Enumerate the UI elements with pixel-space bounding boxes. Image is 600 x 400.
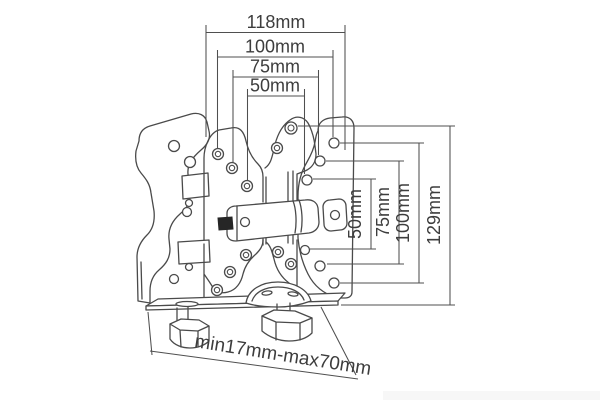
dim-right-50: 50mm <box>310 178 376 250</box>
lower-bent-tab <box>177 239 211 265</box>
dome-mount <box>245 281 312 308</box>
left-wing-hole <box>183 155 197 169</box>
left-wing-edge-line <box>140 261 143 300</box>
dim-right-100: 100mm <box>340 142 424 284</box>
extension-lines <box>246 89 306 180</box>
tab-hook-hole <box>184 262 194 272</box>
clamp-seam <box>236 199 303 241</box>
clamp-tab-hole <box>329 209 341 221</box>
extension-lines <box>232 70 320 162</box>
extension-lines <box>326 160 404 265</box>
dim-right-50-label: 50mm <box>345 189 365 239</box>
front-plate-holes <box>210 121 298 297</box>
dim-right-75: 75mm <box>326 160 404 265</box>
dim-top-100-label: 100mm <box>245 37 305 57</box>
extension-lines <box>205 25 346 150</box>
hex-nut-body <box>261 309 313 342</box>
base-slot <box>175 300 199 308</box>
dim-right-100-label: 100mm <box>393 183 413 243</box>
right-wing-hole <box>314 260 326 272</box>
right-wing-hole <box>328 137 340 149</box>
dim-top-75: 75mm <box>232 57 320 162</box>
dim-right-129: 129mm <box>298 125 455 306</box>
dim-top-50-label: 50mm <box>250 76 300 96</box>
right-wing-hole <box>301 174 313 186</box>
hex-nut-body <box>169 318 210 349</box>
dim-top-75-label: 75mm <box>250 57 300 77</box>
bracket-drawing <box>135 112 355 349</box>
dim-right-129-label: 129mm <box>424 185 444 245</box>
dome-slot <box>261 290 273 296</box>
base-plate <box>145 292 346 311</box>
extension-lines <box>147 306 357 376</box>
photo-edge-band <box>383 391 600 400</box>
hex-nut-facets <box>261 315 313 341</box>
dome-inner-arc <box>251 286 305 302</box>
dome-slot <box>287 291 299 297</box>
hex-nut-facets <box>169 323 210 348</box>
upper-bent-tab <box>181 172 210 200</box>
front-plate-lower-lobe <box>265 239 298 295</box>
extension-lines <box>340 142 424 284</box>
left-wing-hole <box>168 273 180 285</box>
right-clamp-bolt <box>261 302 313 342</box>
extension-lines <box>310 178 376 250</box>
dimension-line <box>149 350 359 380</box>
dome <box>245 281 312 308</box>
bolt-shaft <box>176 306 189 322</box>
pipe-clamp <box>217 198 348 242</box>
left-wing-hole <box>181 206 193 218</box>
tab-hook-hole <box>184 198 194 208</box>
dim-top-118-label: 118mm <box>247 12 306 32</box>
post-upper <box>265 170 294 204</box>
left-clamp-bolt <box>169 306 210 349</box>
extension-lines <box>298 125 455 306</box>
dim-top-118: 118mm <box>205 12 346 150</box>
extension-lines <box>216 50 334 149</box>
dim-top-100: 100mm <box>216 37 334 149</box>
dim-right-75-label: 75mm <box>373 187 393 237</box>
clamp-bolt <box>217 216 234 231</box>
clamp-hole <box>239 216 251 228</box>
front-plate-upper-profile <box>203 126 264 241</box>
right-wing-hole <box>314 155 326 167</box>
right-wing-hole <box>328 277 340 289</box>
right-wing-hole <box>299 244 311 256</box>
left-wing-hole <box>167 139 181 153</box>
dim-top-50: 50mm <box>246 76 306 180</box>
